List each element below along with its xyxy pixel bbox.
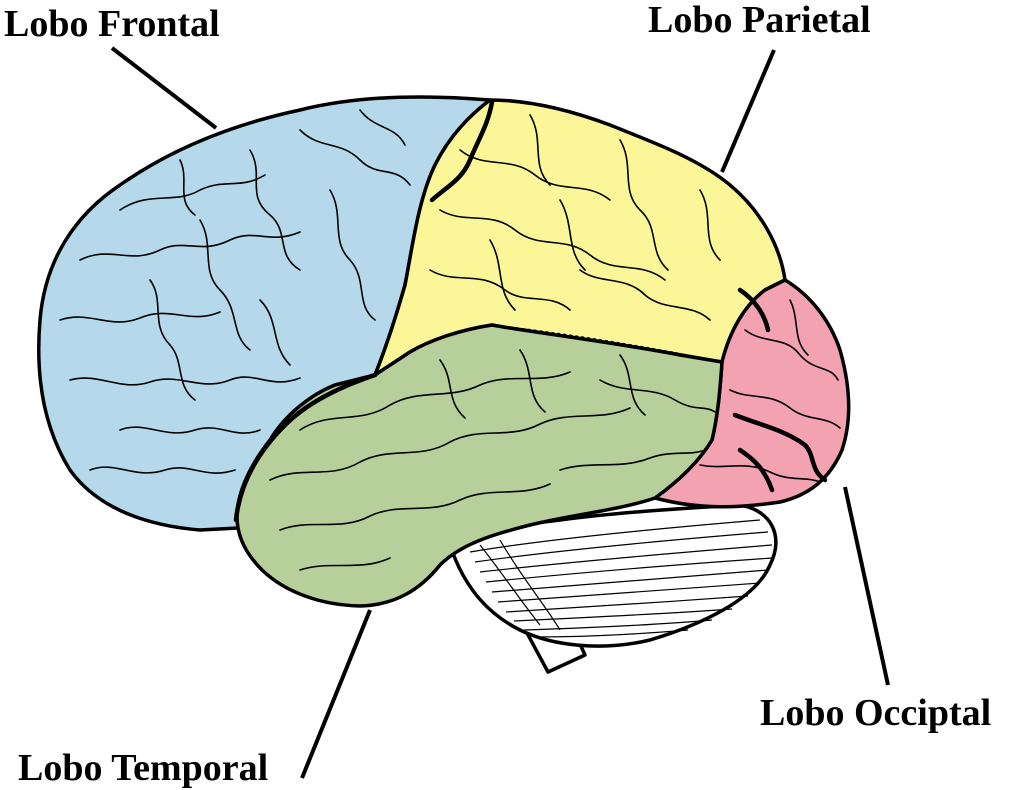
parietal-temporal-boundary: [491, 324, 723, 363]
label-frontal: Lobo Frontal: [4, 3, 220, 45]
leader-parietal: [720, 49, 776, 173]
cerebellum-folia: [469, 519, 773, 638]
temporal-lobe: [235, 323, 724, 608]
temporal-gyri: [269, 349, 716, 571]
label-occipital: Lobo Occiptal: [760, 692, 991, 734]
occipital-gyri: [699, 299, 841, 483]
parieto-occipital-sulcus: [737, 287, 771, 333]
label-parietal: Lobo Parietal: [648, 0, 871, 41]
central-sulcus: [429, 99, 495, 203]
leader-occipital: [843, 486, 890, 686]
leader-frontal: [110, 46, 218, 130]
occipital-sulcus-lower: [737, 447, 775, 493]
frontal-gyri: [59, 109, 411, 474]
label-temporal: Lobo Temporal: [18, 747, 268, 789]
lateral-sulcus: [233, 372, 378, 523]
calcarine-sulcus: [732, 412, 828, 483]
cerebellum: [448, 503, 778, 674]
parietal-gyri: [429, 114, 721, 321]
leader-temporal: [300, 609, 372, 779]
